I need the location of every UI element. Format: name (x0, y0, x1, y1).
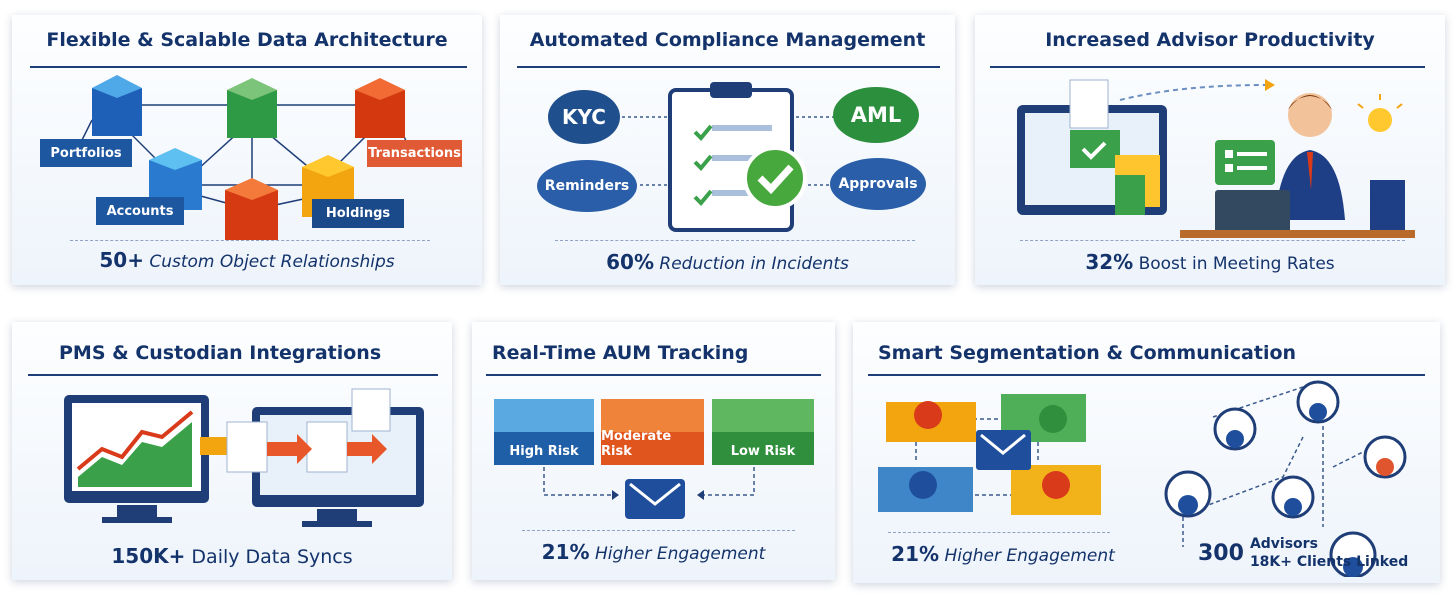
stat-number: 300 (1198, 540, 1244, 566)
stat-number: 60% (606, 250, 654, 274)
stat-advisors-clients: 300 Advisors 18K+ Clients Linked (1198, 535, 1408, 571)
label-portfolios: Portfolios (40, 139, 132, 167)
divider (990, 66, 1425, 68)
stat-text: Custom Object Relationships (149, 252, 395, 272)
stat-line-advisors: Advisors (1249, 536, 1318, 552)
label-accounts: Accounts (96, 197, 184, 225)
integration-monitors-illustration (64, 388, 424, 527)
dashed-divider (1020, 240, 1405, 241)
card-pms-integrations: PMS & Custodian Integrations 150K+ Daily… (12, 322, 452, 580)
segmentation-network-illustration (878, 380, 1407, 577)
stat-text: Reduction in Incidents (659, 254, 849, 274)
stat-text: Higher Engagement (594, 544, 766, 564)
segment-moderate-risk: Moderate Risk (601, 399, 704, 465)
divider (28, 374, 438, 376)
badge-aml: AML (833, 87, 919, 143)
label-holdings: Holdings (312, 199, 404, 228)
label-transactions: Transactions (367, 140, 462, 167)
stat: 21% Higher Engagement (472, 540, 835, 564)
badge-reminders: Reminders (537, 160, 637, 212)
divider (868, 374, 1425, 376)
stat-line-clients: 18K+ Clients Linked (1249, 554, 1409, 570)
stat-text: Daily Data Syncs (191, 546, 353, 568)
card-aum-tracking: Real-Time AUM Tracking High Risk Moderat… (472, 322, 835, 580)
clipboard-illustration (610, 82, 835, 232)
card-title: Real-Time AUM Tracking (492, 342, 749, 364)
dashed-divider (522, 530, 795, 531)
card-title: Smart Segmentation & Communication (878, 342, 1297, 364)
segment-low-risk: Low Risk (712, 399, 814, 465)
card-advisor-productivity: Increased Advisor Productivity 32% Boost… (975, 15, 1445, 285)
badge-approvals: Approvals (830, 158, 926, 210)
card-title: PMS & Custodian Integrations (59, 342, 382, 364)
dashed-divider (555, 240, 915, 241)
stat: 50+ Custom Object Relationships (12, 248, 482, 272)
stat: 60% Reduction in Incidents (500, 250, 955, 274)
stat-number: 32% (1085, 250, 1134, 274)
segment-high-risk: High Risk (494, 399, 594, 465)
card-title: Flexible & Scalable Data Architecture (46, 29, 448, 51)
stat-number: 21% (891, 542, 940, 566)
card-title: Increased Advisor Productivity (1045, 29, 1375, 51)
stat-number: 21% (541, 540, 590, 564)
stat-text: Boost in Meeting Rates (1138, 254, 1335, 274)
card-title: Automated Compliance Management (529, 29, 926, 51)
cube-network-illustration (76, 75, 413, 240)
divider (30, 66, 467, 68)
card-smart-segmentation: Smart Segmentation & Communication 21% H… (853, 322, 1440, 583)
stat: 21% Higher Engagement (853, 542, 1153, 566)
badge-kyc: KYC (548, 90, 620, 144)
stat: 32% Boost in Meeting Rates (975, 250, 1445, 274)
stat-number: 50+ (99, 248, 144, 272)
stat-number: 150K+ (111, 544, 186, 568)
divider (517, 66, 940, 68)
stat: 150K+ Daily Data Syncs (12, 544, 452, 568)
dashed-divider (70, 240, 430, 241)
card-compliance: Automated Compliance Management KYC AML … (500, 15, 955, 285)
dashed-divider (888, 532, 1110, 533)
advisor-desk-illustration (1017, 79, 1415, 238)
stat-text: Higher Engagement (944, 546, 1115, 566)
card-data-architecture: Flexible & Scalable Data Architecture Po… (12, 15, 482, 285)
cube (92, 75, 142, 136)
divider (486, 374, 821, 376)
email-flow-illustration (543, 467, 755, 519)
